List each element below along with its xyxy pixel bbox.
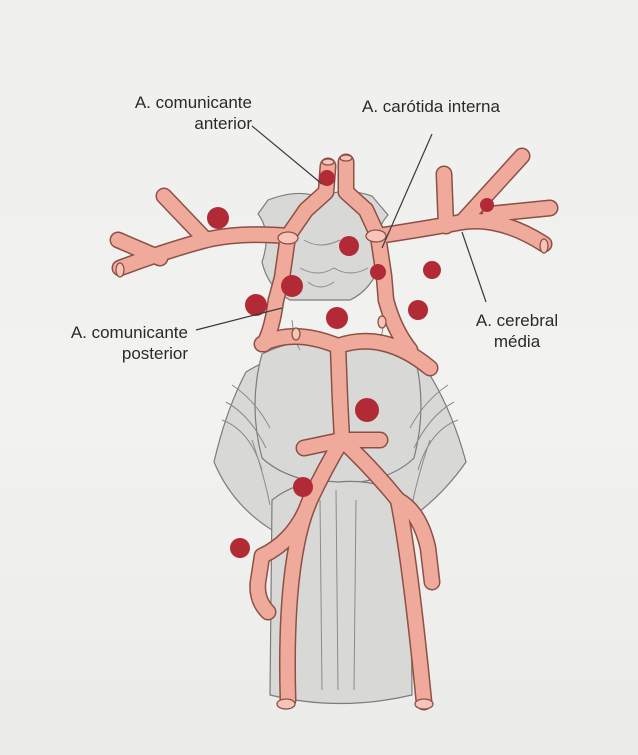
label-carotid-line1: A. carótida interna	[362, 96, 500, 117]
label-post-comm-line1: A. comunicante	[40, 322, 188, 343]
aneurysm-left-ica	[339, 236, 359, 256]
label-posterior-communicating: A. comunicante posterior	[40, 322, 188, 364]
aneurysm-basilar-tip	[326, 307, 348, 329]
aneurysm-left-pcom-1	[281, 275, 303, 297]
aneurysm-right-mca-1	[423, 261, 441, 279]
label-mid-cereb-line1: A. cerebral	[462, 310, 572, 331]
aneurysm-right-ica-1	[370, 264, 386, 280]
label-middle-cerebral: A. cerebral média	[462, 310, 572, 352]
aneurysm-aica	[293, 477, 313, 497]
aneurysm-left-mca-1	[207, 207, 229, 229]
label-anterior-communicating: A. comunicante anterior	[104, 92, 252, 134]
aneurysm-right-mca-2	[480, 198, 494, 212]
leader-ant-comm	[252, 126, 322, 184]
leader-mid-cereb	[462, 232, 486, 302]
aneurysm-vertebral	[230, 538, 250, 558]
label-internal-carotid: A. carótida interna	[362, 96, 500, 117]
label-ant-comm-line1: A. comunicante	[104, 92, 252, 113]
aneurysm-basilar-mid	[355, 398, 379, 422]
label-ant-comm-line2: anterior	[104, 113, 252, 134]
label-post-comm-line2: posterior	[40, 343, 188, 364]
label-mid-cereb-line2: média	[462, 331, 572, 352]
aneurysm-right-pca	[408, 300, 428, 320]
